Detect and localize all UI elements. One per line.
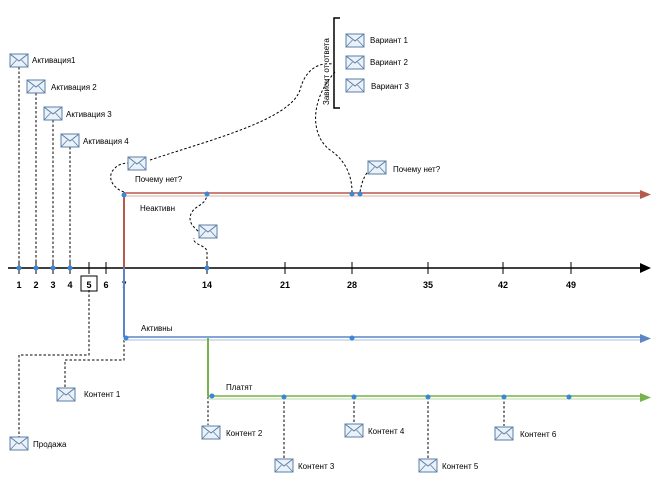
mail-icon [9, 436, 29, 451]
mail-icon [60, 133, 80, 148]
why-not-label: Почему нет? [393, 165, 441, 174]
mail-icon [494, 426, 514, 441]
mail-icon [367, 160, 387, 175]
tick-6: 6 [103, 280, 108, 290]
content-label: Контент 5 [442, 462, 479, 471]
tick-3: 3 [50, 280, 55, 290]
mail-icon [345, 78, 365, 93]
tick-14: 14 [202, 280, 212, 290]
tick-5: 5 [86, 280, 91, 290]
mail-icon [198, 224, 218, 239]
inactive-mail [198, 224, 218, 239]
mail-icon [418, 458, 438, 473]
active-label: Активны [141, 324, 173, 333]
content-2: Контент 2 [201, 425, 263, 440]
why-not-label: Почему нет? [135, 175, 183, 184]
mail-icon [345, 33, 365, 48]
tick-35: 35 [423, 280, 433, 290]
variant-label: Вариант 1 [370, 36, 408, 45]
inactive-branch: Неактивн [121, 190, 651, 268]
content-label: Контент 6 [520, 430, 557, 439]
mail-icon [127, 156, 147, 171]
tick-49: 49 [566, 280, 576, 290]
paying-branch: Платят [207, 338, 651, 402]
tick-21: 21 [280, 280, 290, 290]
mail-icon [344, 423, 364, 438]
tick-28: 28 [347, 280, 357, 290]
inactive-label: Неактивн [140, 204, 175, 213]
day-5-box [80, 275, 98, 292]
activation-label: Активация 4 [83, 137, 129, 146]
depends-on-answer-bracket: Зависит от ответа [322, 17, 340, 109]
mail-icon [201, 425, 221, 440]
content-6: Контент 6 [494, 426, 557, 441]
variant-2: Вариант 2 [345, 55, 408, 70]
content-label: Контент 2 [226, 429, 263, 438]
paying-label: Платят [226, 383, 253, 392]
connectors [18, 63, 505, 458]
content-4: Контент 4 [344, 423, 405, 438]
mail-icon [345, 55, 365, 70]
activation-1: Активация1 [9, 53, 76, 68]
content-5: Контент 5 [418, 458, 479, 473]
activation-2: Активация 2 [26, 79, 97, 94]
content-label: Контент 4 [368, 427, 405, 436]
depends-on-answer-label: Зависит от ответа [322, 38, 331, 105]
content-3: Контент 3 [274, 458, 335, 473]
variant-1: Вариант 1 [345, 33, 408, 48]
content-1: Контент 1 [56, 387, 121, 402]
why-not-1: Почему нет? [127, 156, 183, 184]
mail-icon [43, 106, 63, 121]
tick-4: 4 [67, 280, 72, 290]
mail-icon [26, 79, 46, 94]
activation-label: Активация 2 [51, 83, 97, 92]
mail-icon [274, 458, 294, 473]
activation-4: Активация 4 [60, 133, 129, 148]
why-not-2: Почему нет? [367, 160, 441, 175]
activation-3: Активация 3 [43, 106, 112, 121]
time-axis: 1 2 3 4 5 6 7 14 21 28 35 42 49 [8, 262, 651, 292]
variant-3: Вариант 3 [345, 78, 409, 93]
mail-icon [9, 53, 29, 68]
mail-icon [56, 387, 76, 402]
variant-label: Вариант 3 [371, 82, 409, 91]
tick-1: 1 [16, 280, 21, 290]
activation-label: Активация1 [32, 56, 76, 65]
content-label: Контент 3 [298, 462, 335, 471]
active-branch: Активны [123, 268, 651, 343]
variant-label: Вариант 2 [370, 58, 408, 67]
sale: Продажа [9, 436, 67, 451]
content-label: Контент 1 [84, 390, 121, 399]
tick-42: 42 [498, 280, 508, 290]
tick-2: 2 [33, 280, 38, 290]
activation-label: Активация 3 [66, 110, 112, 119]
sale-label: Продажа [33, 440, 67, 449]
